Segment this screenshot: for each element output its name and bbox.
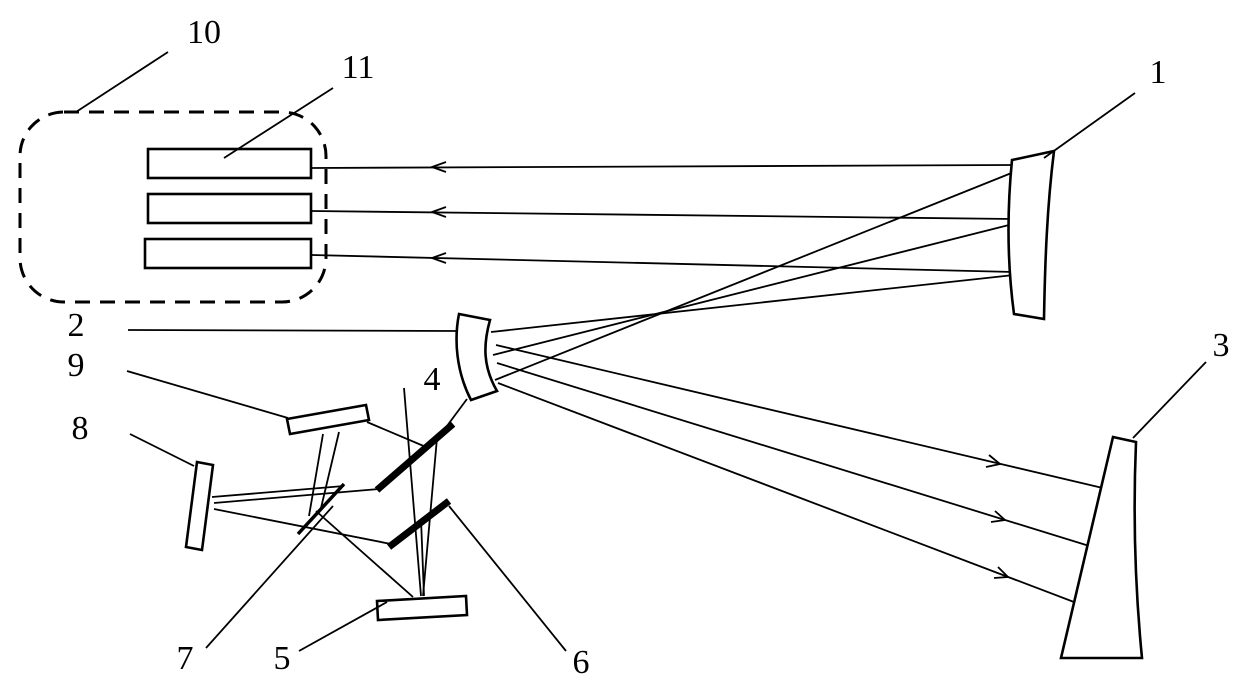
leader-line-11 bbox=[223, 87, 334, 159]
optical-elements-group bbox=[184, 149, 1144, 660]
label-7: 7 bbox=[177, 640, 194, 677]
label-2: 2 bbox=[68, 307, 85, 344]
leader-line-3 bbox=[1132, 361, 1207, 439]
label-4: 4 bbox=[424, 361, 441, 398]
beam-line bbox=[366, 421, 427, 448]
optic-plate-8 bbox=[184, 460, 215, 552]
beam-line bbox=[403, 387, 422, 597]
beam-line bbox=[420, 518, 425, 597]
curved-mirror-4 bbox=[455, 312, 499, 402]
mirror-bar-upper bbox=[374, 421, 456, 493]
beam-line bbox=[308, 433, 324, 517]
leader-line-6 bbox=[448, 505, 567, 652]
beam-line bbox=[213, 488, 380, 504]
beam-line bbox=[311, 254, 1015, 273]
laser-housing-dashed-box bbox=[18, 110, 328, 304]
beam-line bbox=[496, 362, 1113, 554]
leader-line-7 bbox=[205, 505, 334, 649]
label-1: 1 bbox=[1150, 54, 1167, 91]
beam-line bbox=[213, 508, 392, 545]
beam-paths-group bbox=[211, 161, 1117, 619]
arrowhead-left-icon bbox=[429, 252, 447, 264]
beam-line bbox=[311, 210, 1014, 220]
laser-bar-2 bbox=[146, 192, 313, 225]
laser-bar-3 bbox=[143, 237, 313, 270]
beam-line bbox=[211, 485, 345, 498]
mirror-bar-lower-6 bbox=[386, 498, 452, 550]
beam-line bbox=[495, 344, 1108, 490]
leader-line-9 bbox=[126, 370, 289, 419]
arrowhead-right-icon bbox=[985, 454, 1003, 468]
leader-line-5 bbox=[298, 601, 388, 652]
large-mirror-3 bbox=[1059, 435, 1144, 660]
label-8: 8 bbox=[72, 410, 89, 447]
curved-mirror-1 bbox=[1007, 149, 1056, 321]
label-11: 11 bbox=[342, 49, 375, 86]
leader-lines-group bbox=[75, 51, 1207, 652]
label-9: 9 bbox=[68, 347, 85, 384]
arrowhead-left-icon bbox=[429, 161, 447, 173]
optic-plate-5 bbox=[375, 594, 469, 622]
beam-line bbox=[311, 164, 1015, 169]
laser-module-group bbox=[18, 110, 328, 304]
arrowhead-left-icon bbox=[429, 206, 447, 218]
reference-numerals-group: 10 11 1 2 9 8 4 3 7 5 6 bbox=[68, 14, 1230, 681]
leader-line-8 bbox=[129, 433, 195, 467]
label-5: 5 bbox=[274, 640, 291, 677]
label-3: 3 bbox=[1213, 327, 1230, 364]
beam-line bbox=[497, 382, 1117, 619]
laser-bar-1 bbox=[146, 147, 313, 180]
leader-line-2 bbox=[127, 329, 459, 332]
arrowhead-right-icon bbox=[990, 510, 1008, 523]
arrowhead-right-icon bbox=[993, 566, 1011, 579]
mirror-bar-thin-7 bbox=[296, 482, 346, 536]
leader-line-10 bbox=[75, 51, 169, 113]
beam-line bbox=[315, 510, 414, 598]
label-10: 10 bbox=[187, 14, 221, 51]
label-6: 6 bbox=[573, 644, 590, 681]
beam-line bbox=[494, 171, 1015, 381]
beam-line bbox=[320, 431, 340, 509]
leader-line-1 bbox=[1043, 92, 1136, 159]
beam-line bbox=[492, 223, 1014, 356]
optic-plate-9 bbox=[285, 403, 371, 436]
beam-line bbox=[490, 274, 1015, 333]
